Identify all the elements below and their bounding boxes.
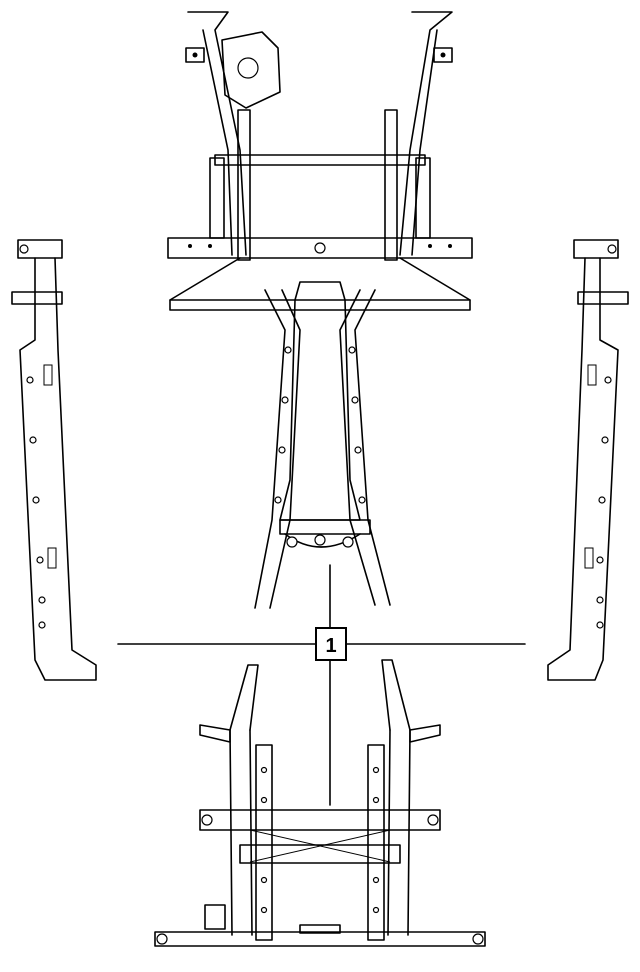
callout-1: 1 [117, 564, 526, 806]
right-side-rail-view [547, 239, 629, 681]
lower-frame-view [154, 659, 486, 947]
callout-label: 1 [325, 635, 336, 657]
left-side-rail-view [11, 239, 97, 681]
upper-frame-view [167, 11, 473, 609]
callout-box [315, 627, 347, 661]
